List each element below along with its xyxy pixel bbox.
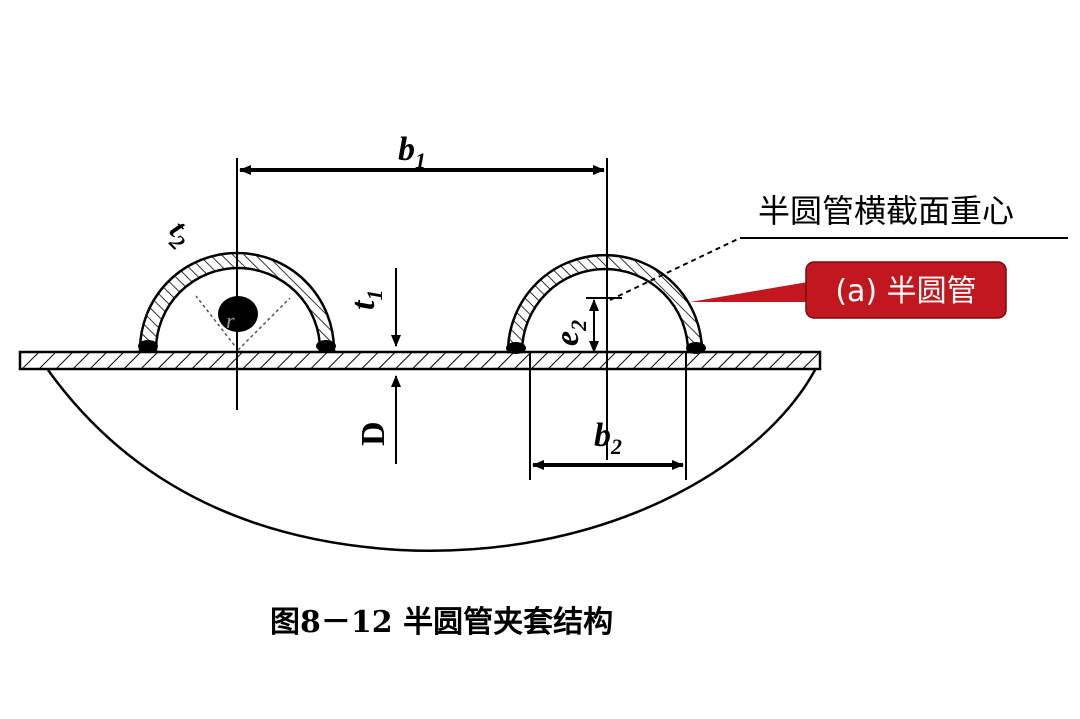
callout-text: (a) 半圆管 xyxy=(835,274,976,309)
dimension-b2: b2 xyxy=(529,352,687,480)
dimension-t2: t2 xyxy=(159,214,200,255)
figure-caption: 图8－12 半圆管夹套结构 xyxy=(270,605,613,640)
label-t1-sub: 1 xyxy=(362,290,387,301)
dimension-t1: t1 D xyxy=(345,268,401,464)
callout-half-pipe: (a) 半圆管 xyxy=(690,261,1007,319)
weld-left-a xyxy=(138,340,158,352)
label-e2: e xyxy=(549,331,586,346)
vessel-wall xyxy=(18,350,822,371)
label-b1: b xyxy=(398,131,415,168)
label-r: r xyxy=(226,308,235,333)
svg-text:b1: b1 xyxy=(398,131,426,173)
weld-right-b xyxy=(686,342,706,354)
label-b2: b xyxy=(594,417,611,454)
dimension-e2: e2 xyxy=(549,297,622,353)
weld-left-b xyxy=(316,340,336,352)
svg-text:t2: t2 xyxy=(159,214,200,255)
label-b2-sub: 2 xyxy=(610,434,622,459)
label-b1-sub: 1 xyxy=(415,148,426,173)
dimension-b1: b1 xyxy=(236,131,608,460)
svg-text:b2: b2 xyxy=(594,417,622,459)
weld-right-a xyxy=(506,342,526,354)
label-t1: t xyxy=(345,299,382,310)
label-D: D xyxy=(355,421,392,446)
centroid-annotation: 半圆管横截面重心 xyxy=(609,192,1068,301)
centroid-label: 半圆管横截面重心 xyxy=(758,192,1014,230)
label-e2-sub: 2 xyxy=(566,320,591,332)
svg-text:e2: e2 xyxy=(549,320,591,346)
svg-text:t1: t1 xyxy=(345,290,387,310)
vessel-bottom xyxy=(46,369,817,552)
